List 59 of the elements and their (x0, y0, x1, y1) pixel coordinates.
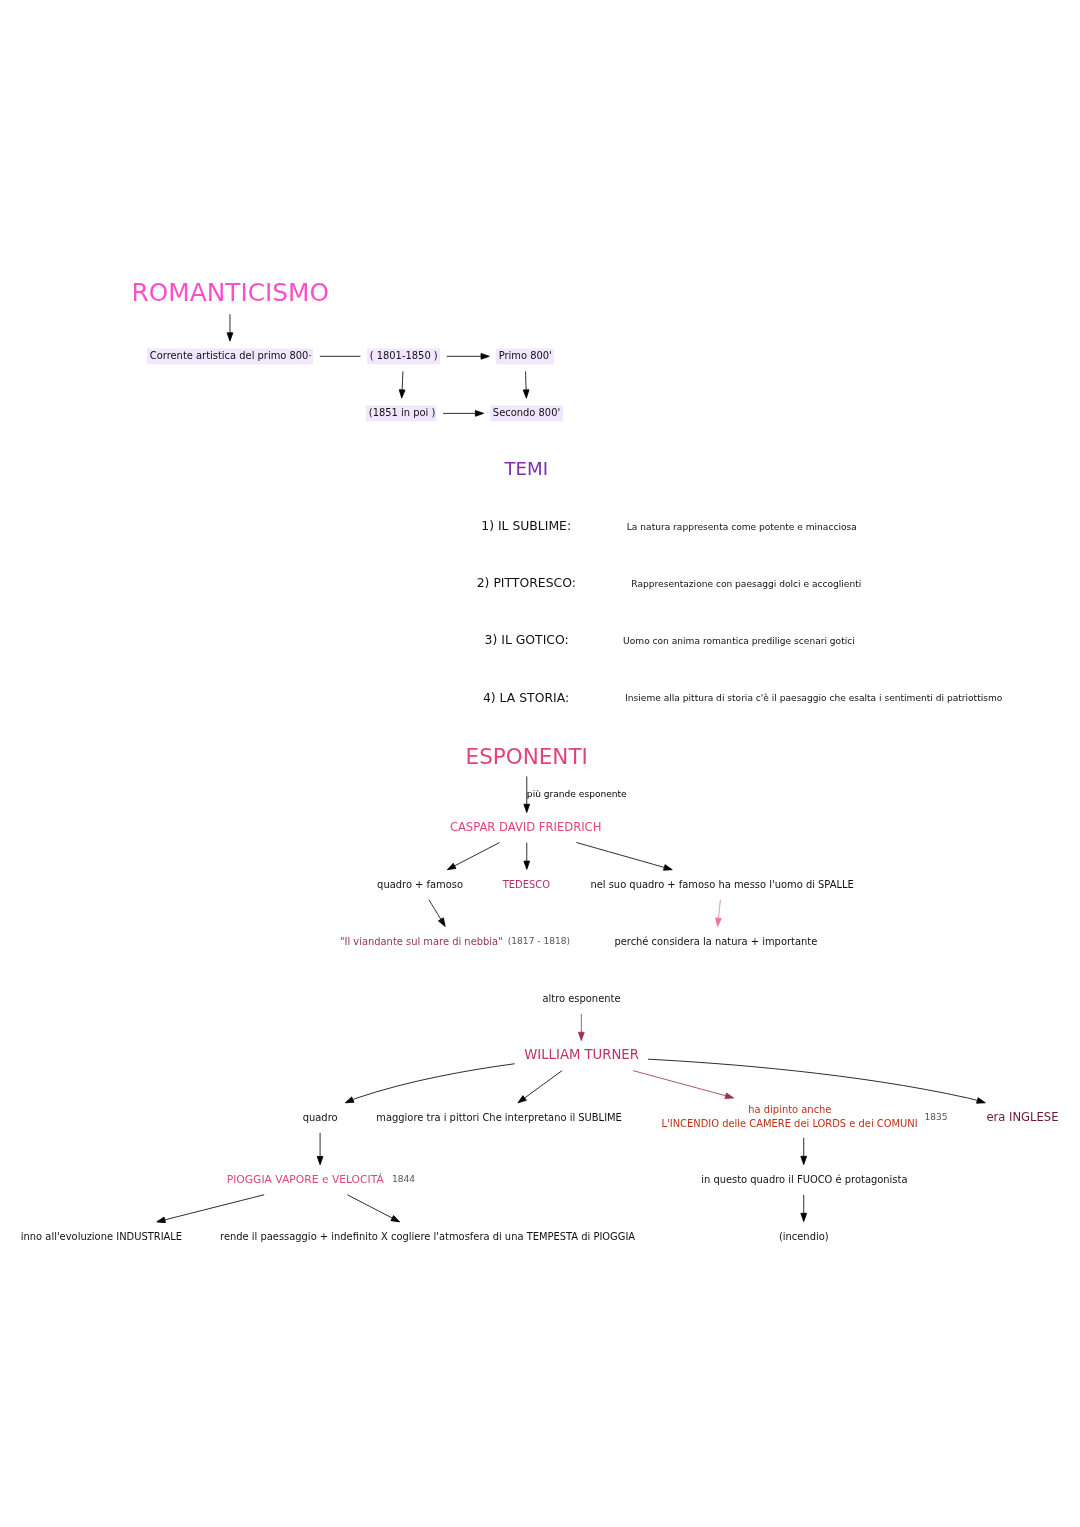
edge-label: più grande esponente (526, 788, 627, 799)
node-label: 1835 (924, 1112, 948, 1123)
arrow (446, 353, 490, 360)
label: 4) LA STORIA: (482, 689, 570, 705)
node-text: WILLIAM TURNER (524, 1046, 639, 1062)
arrow (522, 371, 530, 399)
node-text: CASPAR DAVID FRIEDRICH (449, 820, 602, 835)
arrow (442, 410, 485, 417)
arrow (576, 842, 673, 871)
arrow (446, 842, 500, 871)
arrow (715, 899, 722, 927)
arrow (346, 1194, 400, 1223)
label: Uomo con anima romantica predilige scenari gotici (623, 635, 855, 646)
arrow (647, 1058, 986, 1104)
node-text: rende il paessaggio + indefinito X cogliere l'atmosfera di una TEMPESTA di PIOGGIA (220, 1230, 636, 1242)
node-text: PIOGGIA VAPORE e VELOCITÁ (226, 1172, 384, 1186)
arrow (156, 1194, 265, 1224)
arrow (428, 899, 446, 927)
node-text: "Il viandante sul mare di nebbia" (339, 935, 503, 947)
label: 2) PITTORESCO: (476, 575, 576, 591)
arrow (523, 775, 531, 813)
arrow (523, 842, 531, 870)
node-text: inno all'evoluzione INDUSTRIALE (20, 1230, 183, 1242)
node-text: perché considera la natura + importante (614, 935, 818, 947)
node-text: maggiore tra i pittori Che interpretano il SUBLIME (376, 1111, 622, 1123)
node-label: (1817 - 1818) (507, 936, 571, 947)
node-box: ( 1801-1850 ) (367, 348, 440, 365)
arrow (398, 371, 406, 399)
node-text: era INGLESE (986, 1110, 1059, 1125)
node-text: ESPONENTI (465, 744, 588, 770)
node-box: Primo 800' (496, 348, 555, 365)
node-text: TEDESCO (502, 878, 550, 890)
node-text: ROMANTICISMO (131, 278, 329, 308)
node-text: (incendio) (778, 1230, 829, 1242)
node-box: (1851 in poi ) (365, 405, 437, 422)
arrow (800, 1137, 808, 1165)
node-text: ha dipinto anche L'INCENDIO delle CAMERE dei LORDS e dei COMUNI (661, 1104, 918, 1130)
arrow (316, 1132, 324, 1166)
arrow (517, 1070, 563, 1104)
node-text: quadro + famoso (377, 878, 464, 890)
node-text: in questo quadro il FUOCO é protagonista (701, 1173, 908, 1185)
node-text: quadro (302, 1111, 338, 1123)
arrow (578, 1013, 585, 1041)
label: 1) IL SUBLIME: (481, 518, 572, 534)
label: Insieme alla pittura di storia c'è il paesaggio che esalta i sentimenti di patriottismo (625, 692, 1003, 703)
arrow (632, 1070, 735, 1099)
node-box: Corrente artistica del primo 800· (146, 348, 314, 365)
arrow (344, 1063, 516, 1104)
node-text: nel suo quadro + famoso ha messo l'uomo di SPALLE (590, 878, 854, 890)
label: TEMI (504, 458, 549, 480)
arrow (226, 313, 234, 342)
node-box: Secondo 800' (490, 405, 564, 422)
node-label: 1844 (392, 1174, 416, 1185)
label: Rappresentazione con paesaggi dolci e accoglienti (631, 578, 862, 589)
connector (319, 355, 361, 357)
label: 3) IL GOTICO: (484, 632, 569, 648)
label: La natura rappresenta come potente e minacciosa (626, 521, 857, 532)
arrow (800, 1194, 808, 1222)
node-text: altro esponente (542, 992, 621, 1004)
